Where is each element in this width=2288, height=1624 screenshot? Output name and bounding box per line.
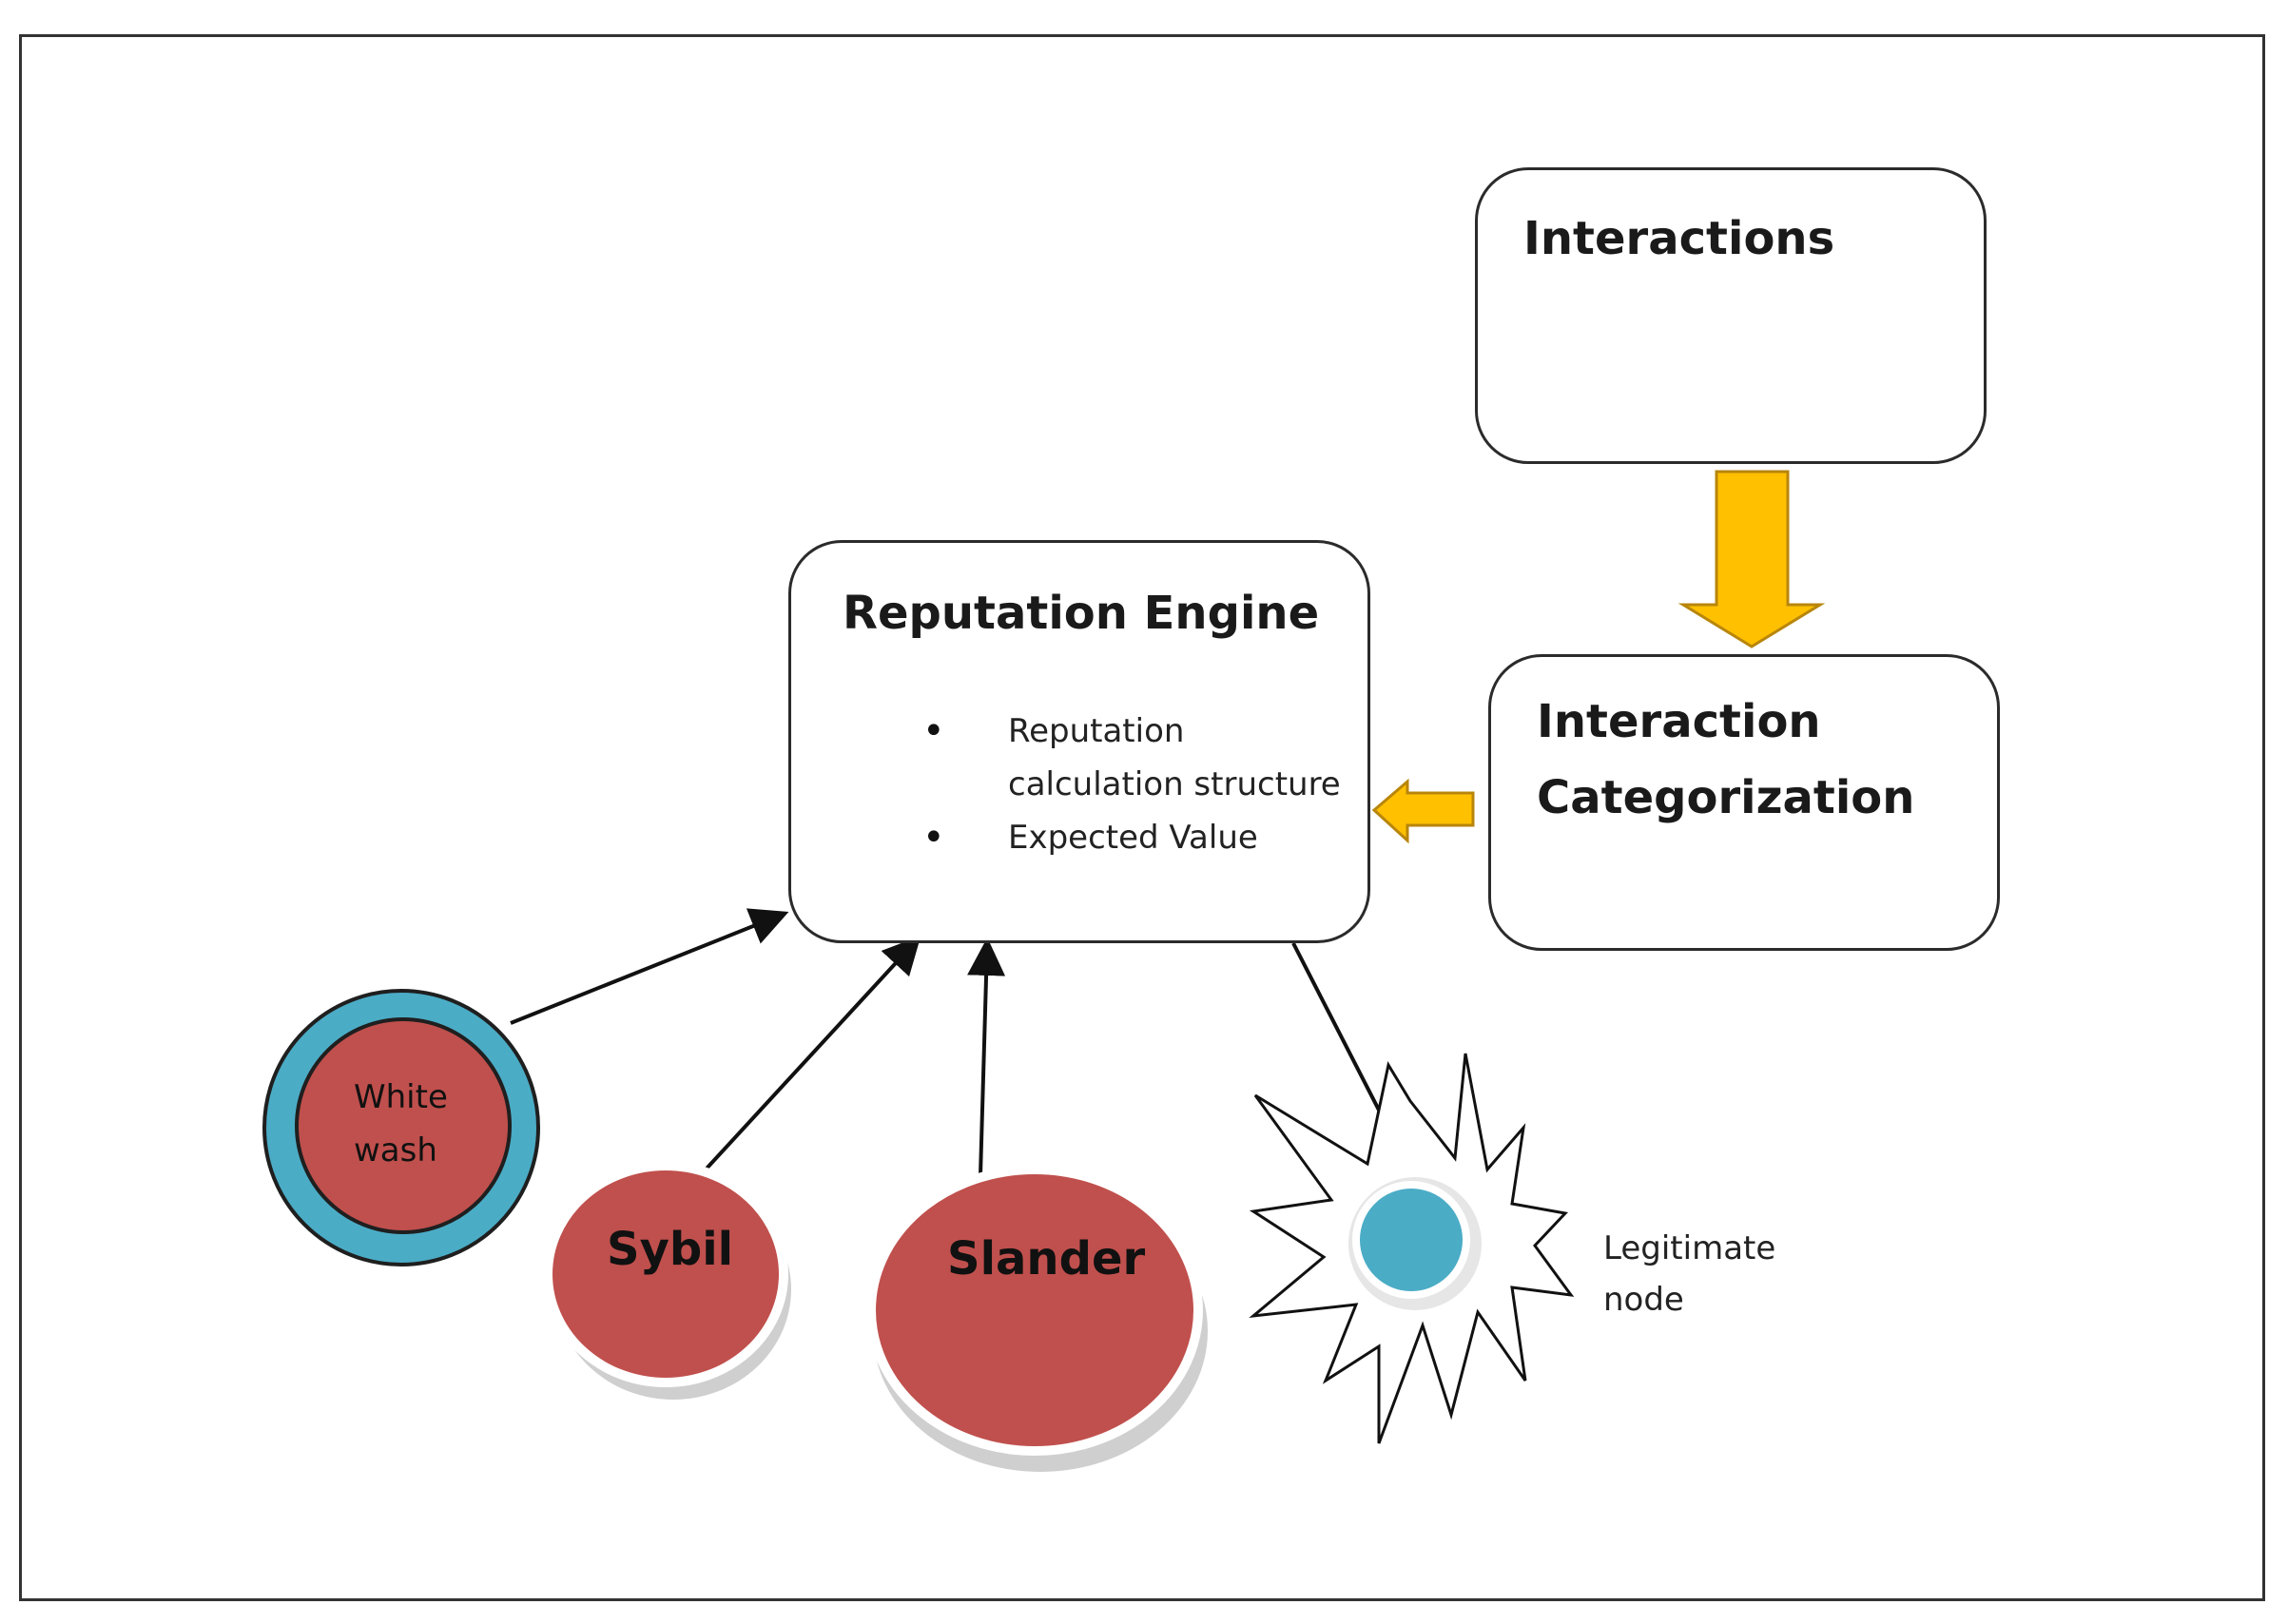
- engine-item-calculation-line1: Reputation: [1008, 712, 1185, 750]
- engine-title: Reputation Engine: [843, 587, 1320, 640]
- legitimate-label-line1: Legitimate: [1603, 1229, 1776, 1267]
- slander-node: [866, 1165, 1203, 1456]
- flow-arrow-left: [1371, 778, 1475, 844]
- engine-item-expected-value: Expected Value: [922, 811, 1341, 864]
- engine-item-calculation-line2: calculation structure: [1008, 765, 1341, 803]
- slander-label: Slander: [947, 1232, 1146, 1286]
- interactions-title: Interactions: [1523, 212, 1835, 265]
- categorization-title-line2: Categorization: [1537, 771, 1915, 824]
- arrow-sybil-to-engine: [704, 936, 921, 1171]
- arrow-whitewash-to-engine: [510, 908, 789, 1025]
- legitimate-label: Legitimate node: [1603, 1223, 1813, 1325]
- categorization-title-line1: Interaction: [1537, 695, 1821, 748]
- sybil-label: Sybil: [607, 1223, 734, 1276]
- figure-frame: [19, 34, 2265, 1601]
- whitewash-label-line2: wash: [354, 1131, 437, 1170]
- legitimate-label-line2: node: [1603, 1281, 1684, 1319]
- interactions-box: Interactions: [1475, 167, 1987, 464]
- flow-arrow-down: [1677, 470, 1826, 648]
- whitewash-label: White wash: [323, 1071, 475, 1177]
- engine-item-expected-value-line1: Expected Value: [1008, 819, 1258, 857]
- whitewash-label-line1: White: [354, 1078, 448, 1116]
- reputation-engine-box: Reputation Engine Reputation calculation…: [788, 540, 1370, 943]
- engine-item-calculation: Reputation calculation structure: [922, 705, 1341, 811]
- sybil-node: [543, 1161, 788, 1387]
- legitimate-node: [1352, 1181, 1470, 1299]
- engine-items: Reputation calculation structure Expecte…: [922, 705, 1341, 864]
- arrow-slander-to-engine: [967, 938, 1006, 1176]
- whitewash-node: [295, 1017, 512, 1234]
- categorization-box: Interaction Categorization: [1488, 654, 2000, 951]
